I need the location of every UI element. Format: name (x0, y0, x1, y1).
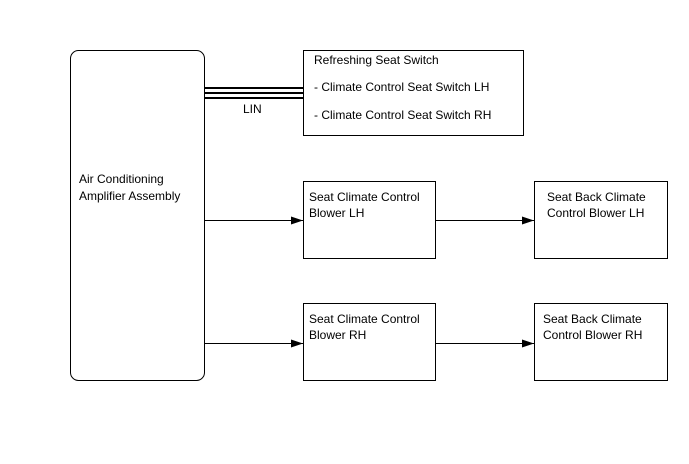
back-blower-lh-line1: Seat Back Climate (547, 190, 646, 204)
back-blower-rh-line2: Control Blower RH (543, 328, 642, 342)
lin-bus: LIN (204, 87, 303, 116)
amplifier-assembly-box: Air Conditioning Amplifier Assembly (70, 50, 205, 381)
blower-rh-line1: Seat Climate Control (309, 312, 420, 326)
seat-back-climate-control-blower-rh-box: Seat Back Climate Control Blower RH (534, 303, 668, 381)
lin-label: LIN (243, 102, 262, 116)
amplifier-label-line2: Amplifier Assembly (79, 189, 180, 203)
seat-climate-control-blower-rh-box: Seat Climate Control Blower RH (303, 303, 436, 381)
refreshing-seat-switch-box: Refreshing Seat Switch - Climate Control… (303, 50, 524, 136)
back-blower-rh-line1: Seat Back Climate (543, 312, 642, 326)
seat-climate-control-blower-lh-box: Seat Climate Control Blower LH (303, 181, 436, 259)
blower-rh-line2: Blower RH (309, 328, 366, 342)
switch-box-title: Refreshing Seat Switch (314, 53, 439, 67)
blower-lh-line2: Blower LH (309, 206, 364, 220)
amplifier-label-line1: Air Conditioning (79, 172, 164, 186)
switch-item-rh: - Climate Control Seat Switch RH (314, 108, 491, 122)
switch-item-lh: - Climate Control Seat Switch LH (314, 80, 489, 94)
back-blower-lh-line2: Control Blower LH (547, 206, 644, 220)
seat-back-climate-control-blower-lh-box: Seat Back Climate Control Blower LH (534, 181, 668, 259)
blower-lh-line1: Seat Climate Control (309, 190, 420, 204)
